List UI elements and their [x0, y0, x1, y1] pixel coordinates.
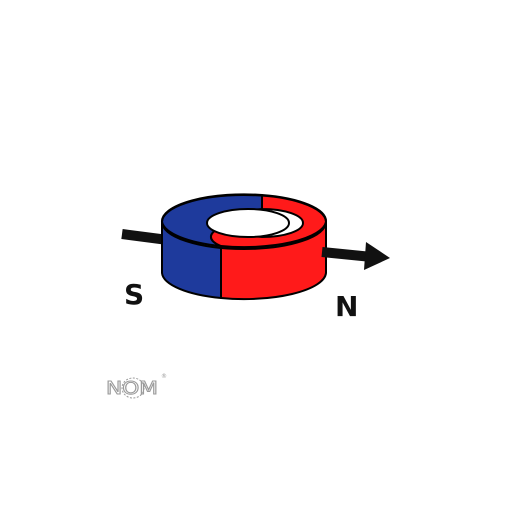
- axis-line-tail: [121, 229, 169, 245]
- north-pole-label: N: [335, 290, 358, 323]
- right-arrow-icon: [364, 242, 390, 270]
- magnet-hole: [206, 208, 290, 238]
- south-pole-label: S: [124, 278, 144, 311]
- magnet-outer-rim: [161, 194, 327, 250]
- logo-registered-mark: ®: [161, 373, 167, 380]
- logo-text: NOM: [106, 378, 158, 399]
- ring-magnet: [160, 193, 328, 301]
- axis-line-head: [321, 247, 373, 262]
- logo-ring-icon: [121, 377, 145, 399]
- brand-logo: NOM ®: [106, 373, 168, 400]
